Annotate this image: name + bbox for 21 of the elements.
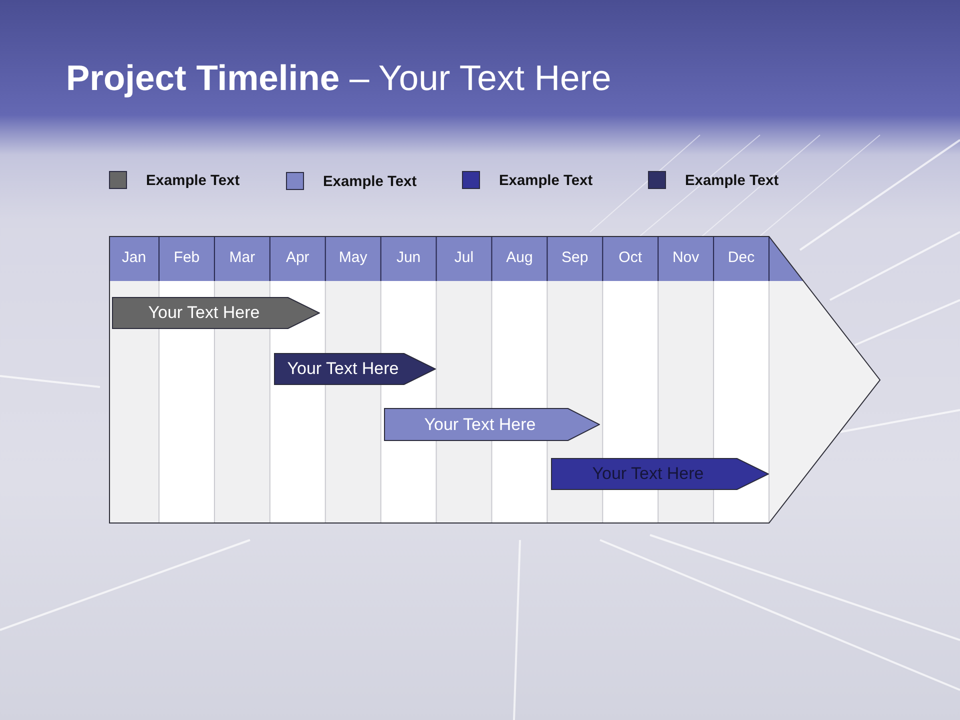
month-label: Feb bbox=[172, 248, 201, 268]
month-label: Jun bbox=[395, 248, 422, 268]
legend-label: Example Text bbox=[146, 172, 240, 190]
task-arrow-bar: Your Text Here bbox=[274, 353, 436, 385]
month-label: Apr bbox=[284, 248, 310, 268]
month-label: Aug bbox=[505, 248, 534, 268]
task-arrow-bar: Your Text Here bbox=[384, 408, 600, 441]
legend-label: Example Text bbox=[685, 172, 779, 190]
task-arrow-bar: Your Text Here bbox=[112, 297, 320, 329]
slide-title: Project Timeline – Your Text Here bbox=[66, 57, 612, 100]
task-arrow-bar: Your Text Here bbox=[551, 458, 769, 490]
month-label: Jan bbox=[120, 248, 148, 268]
month-label: Mar bbox=[228, 248, 256, 268]
month-label: Oct bbox=[618, 248, 644, 268]
month-label: May bbox=[338, 248, 368, 268]
month-label: Jul bbox=[453, 248, 475, 268]
month-label: Nov bbox=[671, 248, 700, 268]
month-label: Dec bbox=[726, 248, 756, 268]
legend-label: Example Text bbox=[499, 172, 593, 190]
legend-label: Example Text bbox=[323, 173, 417, 191]
month-label: Sep bbox=[560, 248, 590, 268]
